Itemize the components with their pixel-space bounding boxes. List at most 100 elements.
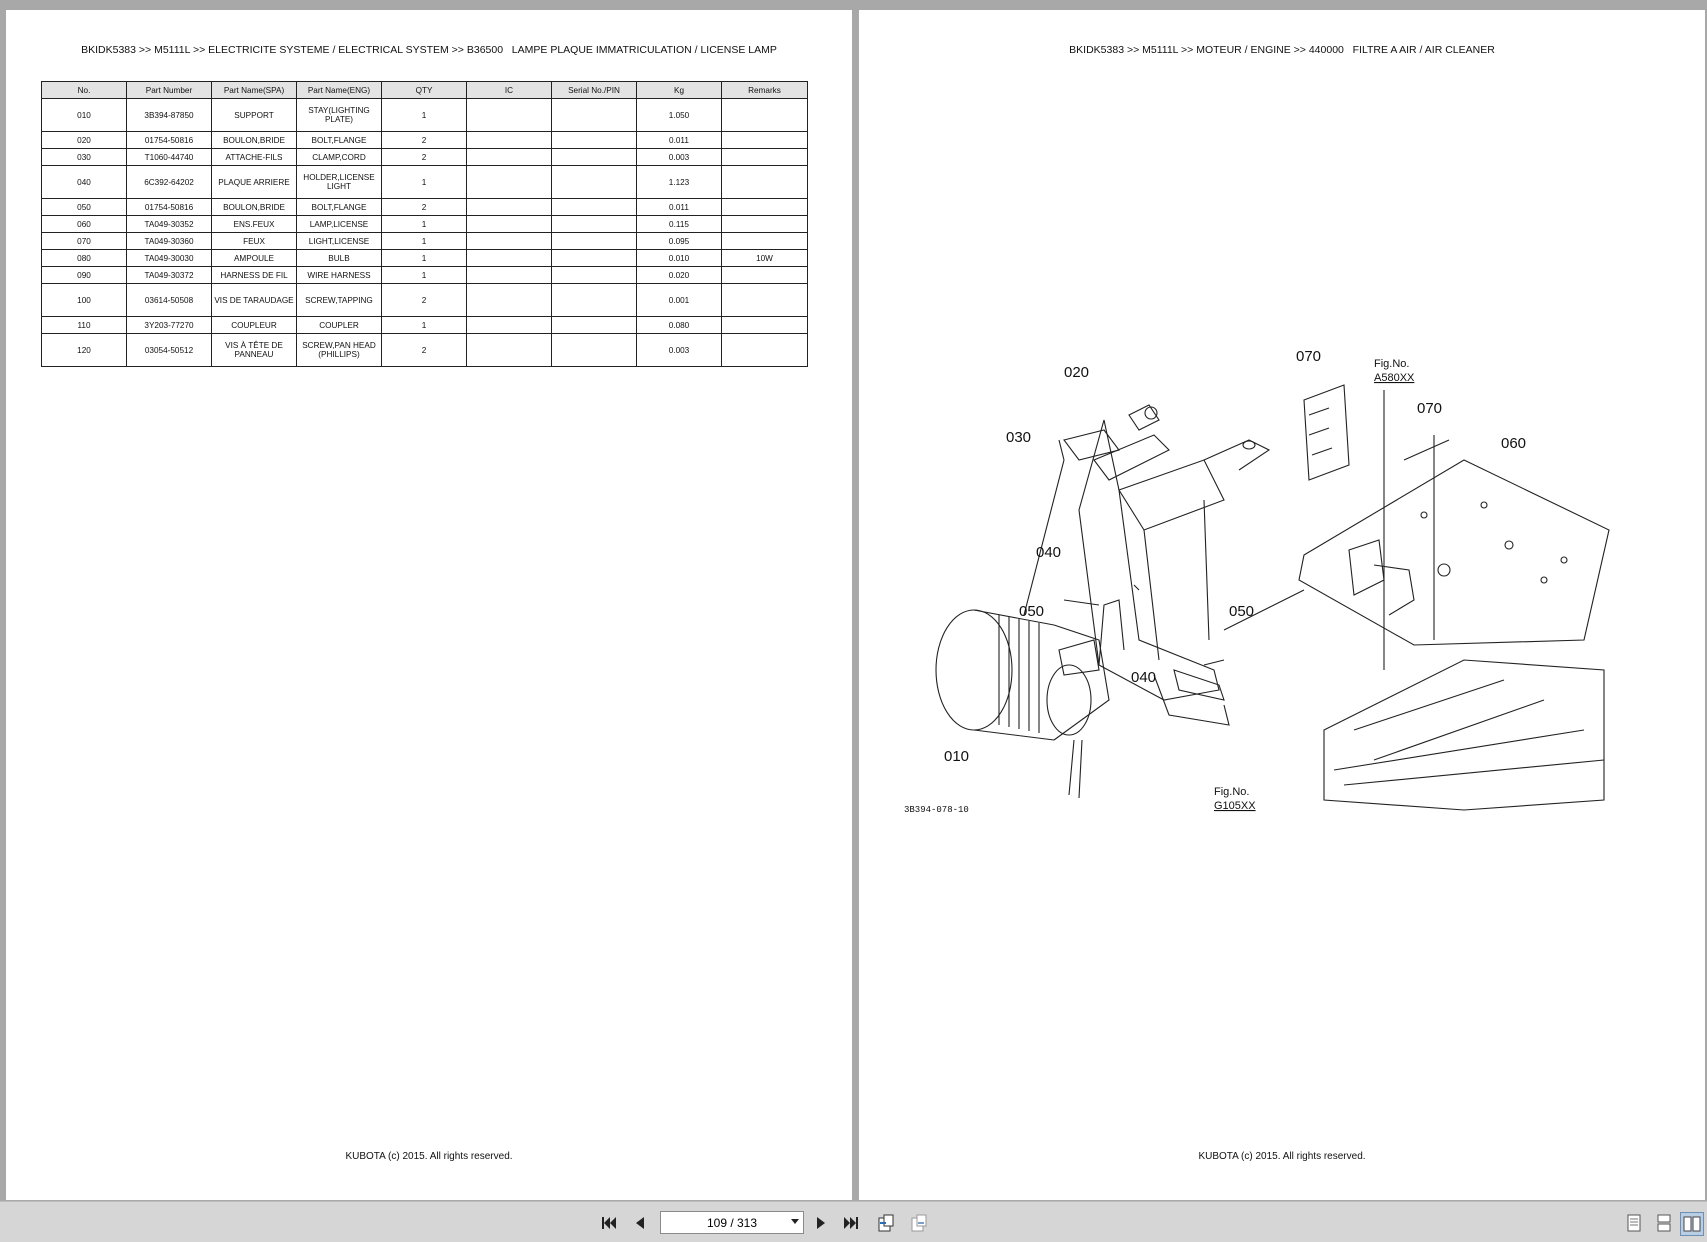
table-cell: 2 — [381, 333, 467, 367]
table-cell — [551, 249, 637, 267]
table-cell: 2 — [381, 148, 467, 166]
table-cell: 01754-50816 — [126, 198, 212, 216]
prev-page-icon[interactable] — [629, 1212, 651, 1234]
column-header: Remarks — [721, 81, 808, 99]
table-cell: 0.115 — [636, 215, 722, 233]
table-cell — [551, 266, 637, 284]
table-cell: 6C392-64202 — [126, 165, 212, 199]
table-cell: FEUX — [211, 232, 297, 250]
table-cell — [721, 333, 808, 367]
back-view-icon[interactable] — [875, 1212, 897, 1234]
table-cell — [466, 266, 552, 284]
table-cell: 0.080 — [636, 316, 722, 334]
table-cell: 1 — [381, 232, 467, 250]
table-cell — [551, 198, 637, 216]
first-page-icon[interactable] — [598, 1212, 620, 1234]
table-cell — [721, 283, 808, 317]
table-cell: AMPOULE — [211, 249, 297, 267]
table-cell: ATTACHE-FILS — [211, 148, 297, 166]
table-cell: 0.003 — [636, 148, 722, 166]
two-page-view-icon[interactable] — [1680, 1212, 1704, 1236]
single-page-view-icon[interactable] — [1623, 1212, 1645, 1234]
left-breadcrumb: BKIDK5383 >> M5111L >> ELECTRICITE SYSTE… — [81, 44, 777, 56]
column-header: Part Name(ENG) — [296, 81, 382, 99]
table-cell: 3B394-87850 — [126, 98, 212, 132]
table-cell — [466, 98, 552, 132]
table-cell: COUPLEUR — [211, 316, 297, 334]
callout-label: 060 — [1501, 435, 1526, 452]
table-cell: SCREW,TAPPING — [296, 283, 382, 317]
drawing-code: 3B394-078-10 — [904, 805, 969, 815]
table-cell — [721, 165, 808, 199]
last-page-icon[interactable] — [840, 1212, 862, 1234]
table-cell: 1 — [381, 249, 467, 267]
table-cell: 0.010 — [636, 249, 722, 267]
table-cell: TA049-30352 — [126, 215, 212, 233]
callout-label: 010 — [944, 748, 969, 765]
table-cell — [466, 316, 552, 334]
table-cell — [466, 198, 552, 216]
right-breadcrumb: BKIDK5383 >> M5111L >> MOTEUR / ENGINE >… — [1069, 44, 1495, 56]
chevron-down-icon[interactable] — [791, 1219, 799, 1224]
table-cell: 0.003 — [636, 333, 722, 367]
table-cell: 020 — [41, 131, 127, 149]
table-cell — [721, 266, 808, 284]
table-cell: 110 — [41, 316, 127, 334]
table-cell — [466, 283, 552, 317]
table-cell — [551, 165, 637, 199]
page-indicator: 109 / 313 — [706, 1215, 758, 1230]
table-cell — [551, 215, 637, 233]
table-cell: 080 — [41, 249, 127, 267]
next-page-icon[interactable] — [810, 1212, 832, 1234]
table-cell: 1 — [381, 215, 467, 233]
forward-view-icon[interactable] — [908, 1212, 930, 1234]
table-cell: ENS.FEUX — [211, 215, 297, 233]
table-cell — [721, 215, 808, 233]
table-cell — [466, 131, 552, 149]
callout-label: 040 — [1036, 544, 1061, 561]
callout-label: 030 — [1006, 429, 1031, 446]
column-header: No. — [41, 81, 127, 99]
table-cell — [721, 98, 808, 132]
table-cell: 030 — [41, 148, 127, 166]
table-cell — [551, 333, 637, 367]
table-cell: BOLT,FLANGE — [296, 198, 382, 216]
table-cell: 040 — [41, 165, 127, 199]
table-cell — [551, 316, 637, 334]
table-cell: 050 — [41, 198, 127, 216]
callout-label: 070 — [1417, 400, 1442, 417]
table-cell: 03614-50508 — [126, 283, 212, 317]
table-cell: TA049-30360 — [126, 232, 212, 250]
table-cell: HOLDER,LICENSE LIGHT — [296, 165, 382, 199]
page-number-field[interactable]: 109 / 313 — [660, 1211, 804, 1234]
table-cell: 2 — [381, 283, 467, 317]
table-cell: 2 — [381, 198, 467, 216]
table-cell — [721, 131, 808, 149]
table-cell: 1.123 — [636, 165, 722, 199]
table-cell: 060 — [41, 215, 127, 233]
left-footer: KUBOTA (c) 2015. All rights reserved. — [345, 1151, 513, 1162]
table-cell: 1 — [381, 98, 467, 132]
continuous-view-icon[interactable] — [1653, 1212, 1675, 1234]
table-cell: BOULON,BRIDE — [211, 198, 297, 216]
table-cell — [551, 232, 637, 250]
column-header: Kg — [636, 81, 722, 99]
fig-ref-label: Fig.No. — [1214, 786, 1249, 798]
column-header: QTY — [381, 81, 467, 99]
table-cell: CLAMP,CORD — [296, 148, 382, 166]
